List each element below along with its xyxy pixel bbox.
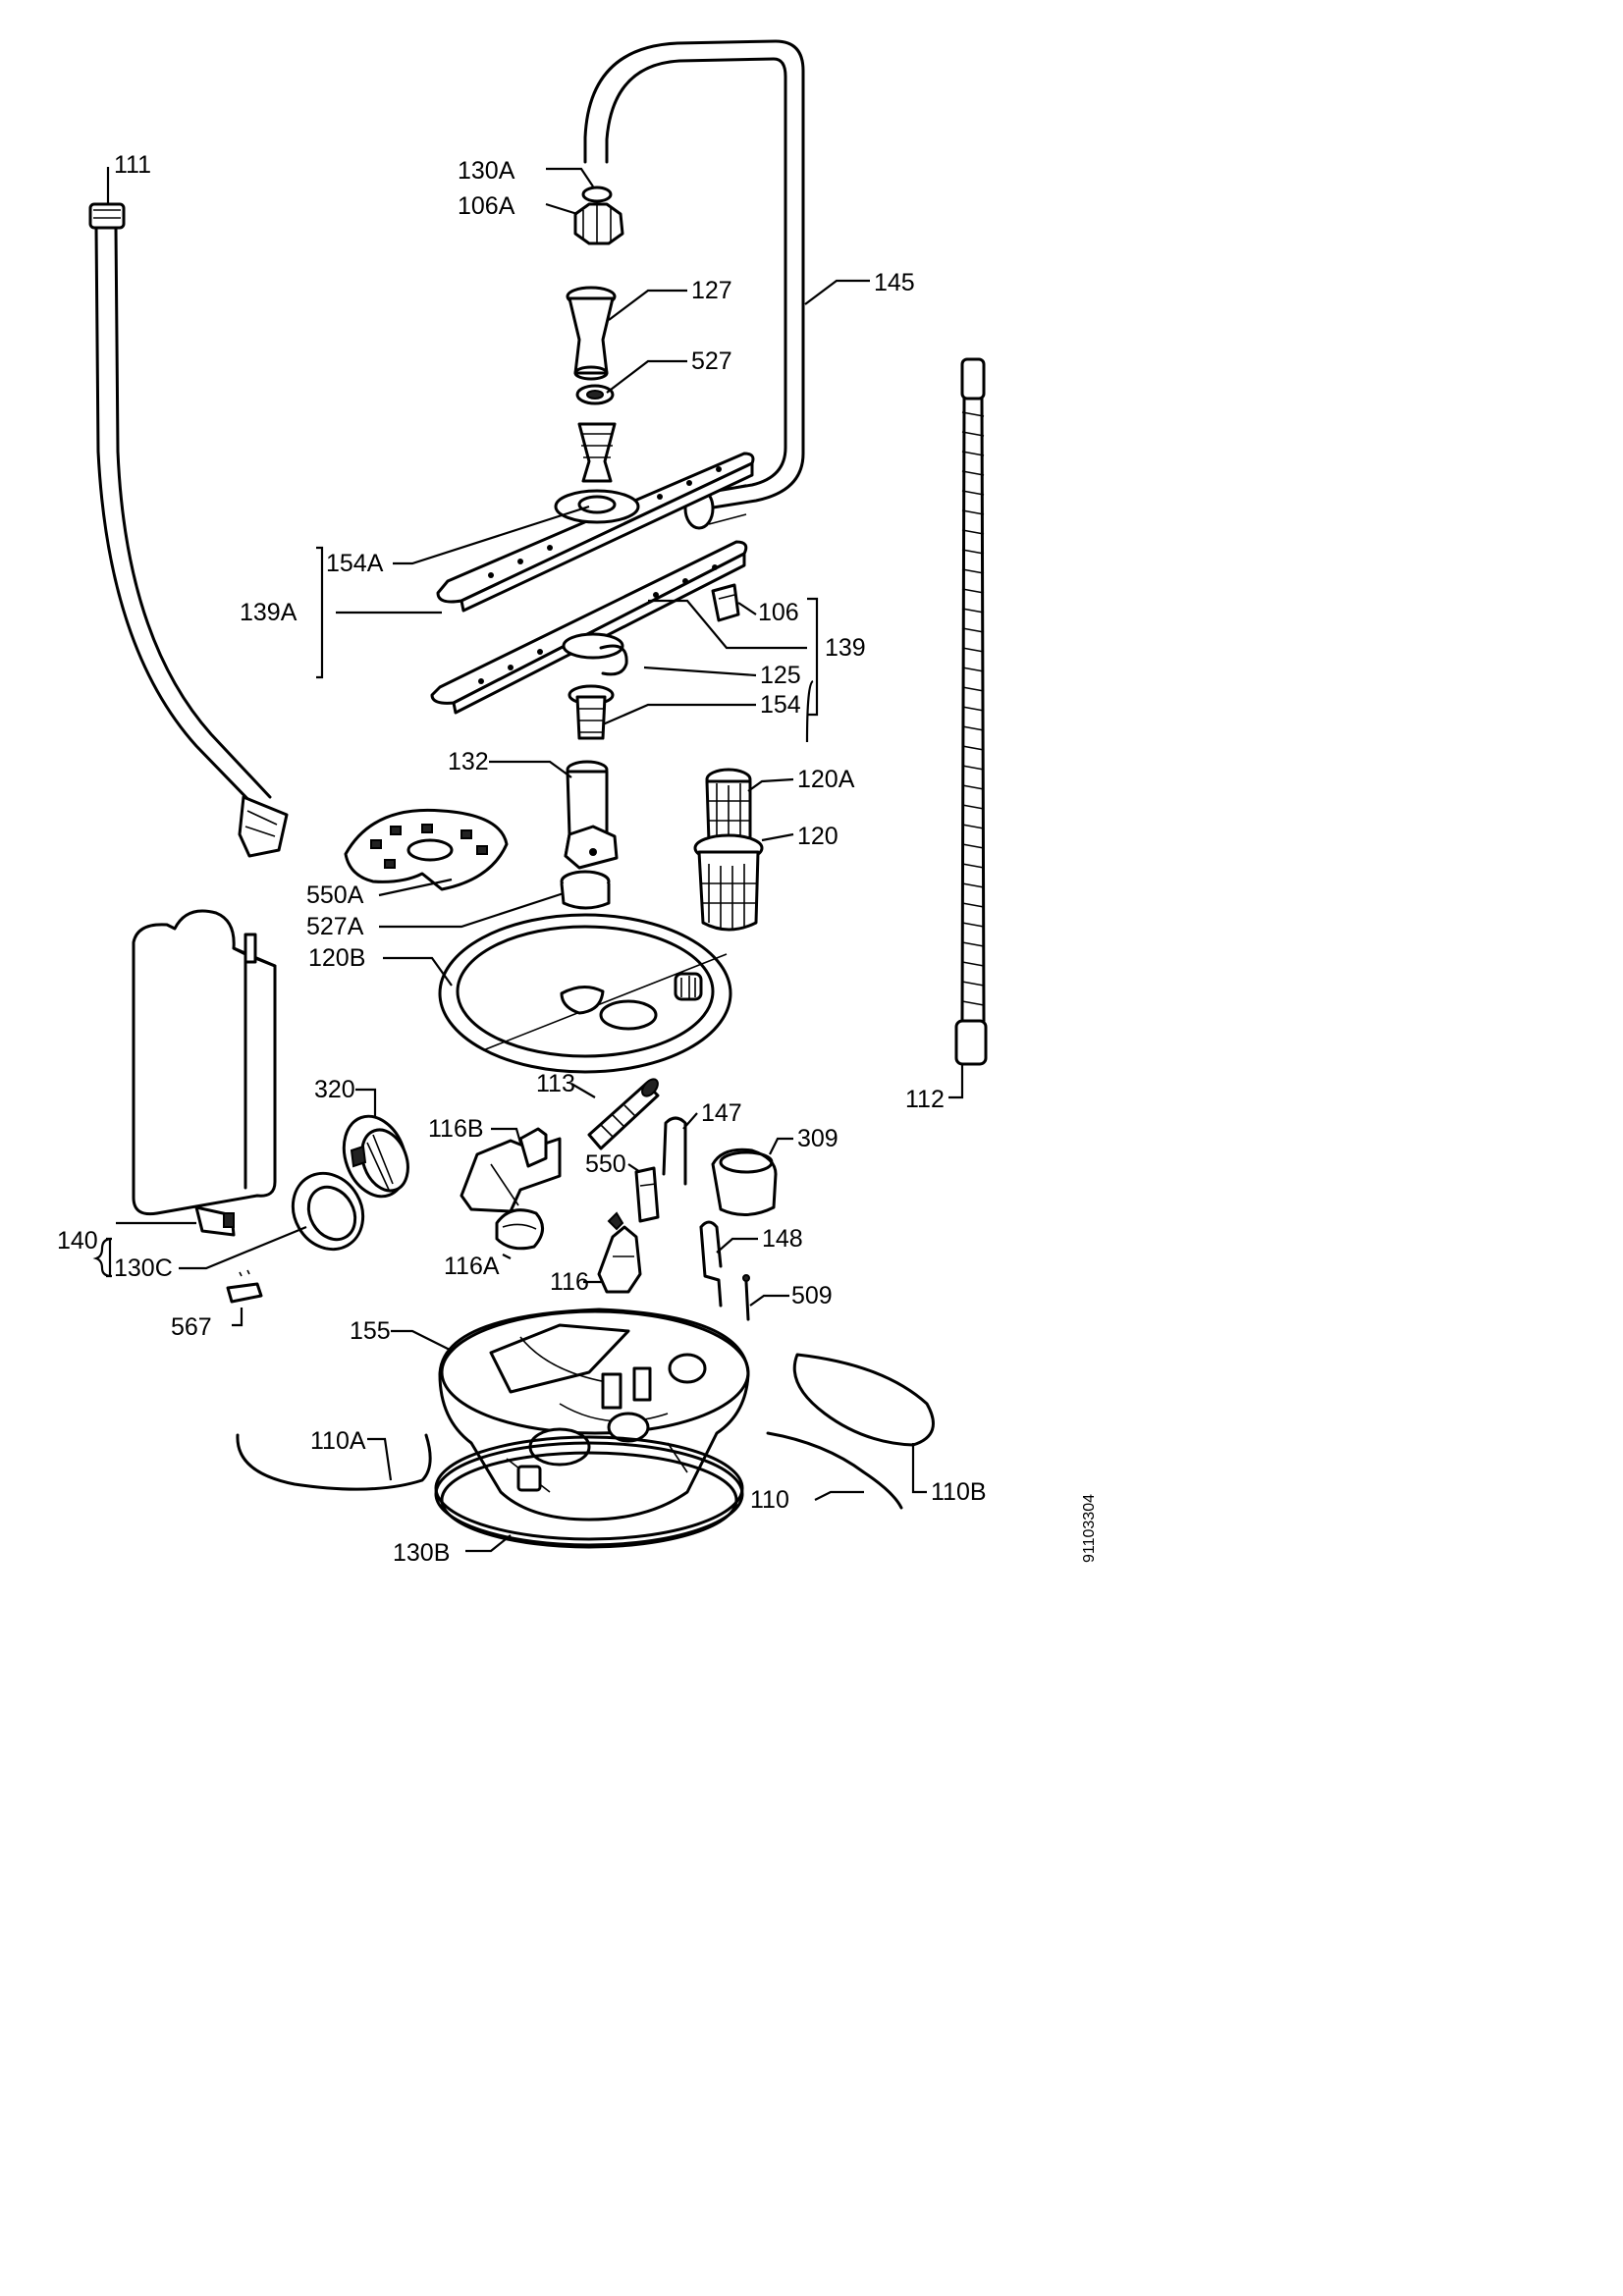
part-113-hose-connector [587,1078,660,1150]
label-120: 120 [797,823,839,850]
part-155-sump [438,1308,750,1522]
part-139-lower-spray-arm [430,540,748,715]
part-132-pipe [564,760,619,870]
label-527a: 527A [306,913,364,940]
part-550a-cover-plate [344,808,509,891]
part-130b-seal [434,1435,744,1549]
label-320: 320 [314,1076,355,1103]
document-number: 91103304 [1081,1494,1098,1563]
part-labels: 111 130A 106A 127 145 527 154A 139A 106 … [57,151,1098,1567]
label-309: 309 [797,1125,839,1152]
part-112-drain-hose [954,357,988,1066]
label-145: 145 [874,269,915,296]
part-120-coarse-filter [693,833,764,932]
part-130c-seal-ring [291,1171,365,1252]
part-127-connector [566,286,617,381]
label-155: 155 [350,1317,391,1345]
part-567-clip [226,1269,263,1304]
label-130b: 130B [393,1539,450,1567]
part-154-hub [568,684,615,740]
label-130c: 130C [114,1255,173,1282]
part-140-water-softener [132,909,277,1237]
label-550a: 550A [306,881,364,909]
label-110a: 110A [310,1427,366,1455]
part-116-bracket [597,1211,642,1294]
part-110a-seal [236,1433,432,1491]
label-147: 147 [701,1099,742,1127]
part-509-pin [742,1274,750,1321]
label-110b: 110B [931,1478,987,1506]
label-139a: 139A [240,599,298,626]
part-527a-bush [560,870,611,910]
label-567: 567 [171,1313,212,1341]
part-148-spring-clip [699,1220,723,1308]
label-116b: 116B [428,1115,484,1143]
part-147-clip [662,1116,687,1186]
part-120a-microfilter [705,768,752,844]
label-110: 110 [750,1486,789,1514]
label-132: 132 [448,748,489,775]
label-148: 148 [762,1225,803,1253]
part-320-cap [342,1114,409,1199]
label-550: 550 [585,1150,626,1178]
label-140: 140 [57,1227,98,1255]
label-125: 125 [760,662,801,689]
label-120b: 120B [308,944,365,972]
part-120b-filter-plate [438,913,732,1074]
label-139: 139 [825,634,866,662]
leader-lines [106,167,964,1553]
part-309-cap [711,1148,778,1216]
part-106-clip [711,583,740,622]
label-154: 154 [760,691,801,719]
part-116b-housing [460,1127,562,1213]
part-125-clip [599,644,628,676]
label-112: 112 [905,1086,945,1113]
label-120a: 120A [797,766,855,793]
part-527-washer [575,384,615,405]
part-110b-seal [792,1353,935,1447]
label-106a: 106A [458,192,515,220]
part-550-block [634,1166,660,1223]
label-130a: 130A [458,157,515,185]
label-113: 113 [536,1070,575,1097]
label-116a: 116A [444,1253,500,1280]
part-116a-float [495,1208,544,1251]
label-111: 111 [114,151,151,179]
part-110-seal [766,1431,903,1510]
part-111-inlet-hose [88,202,289,858]
label-127: 127 [691,277,732,304]
label-509: 509 [791,1282,833,1309]
label-527: 527 [691,347,732,375]
part-106a-nut [573,202,624,245]
part-154a-upper-spray-arm [436,422,755,613]
part-130a-o-ring [581,186,613,203]
brackets [92,679,814,1278]
label-106: 106 [758,599,799,626]
label-154a: 154A [326,550,384,577]
label-116: 116 [550,1268,589,1296]
